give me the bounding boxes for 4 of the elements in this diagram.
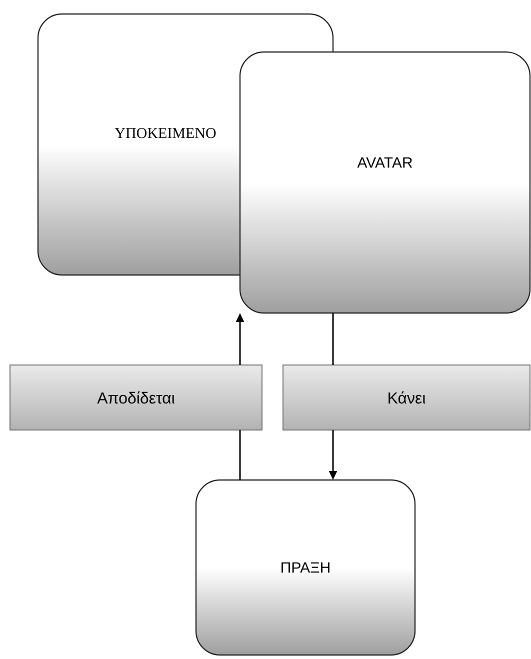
rounded-box: AVATAR bbox=[239, 51, 531, 314]
rounded-box: ΠΡΑΞΗ bbox=[195, 479, 416, 656]
label-band: Κάνει bbox=[282, 364, 530, 430]
label-band: Αποδίδεται bbox=[10, 364, 262, 430]
